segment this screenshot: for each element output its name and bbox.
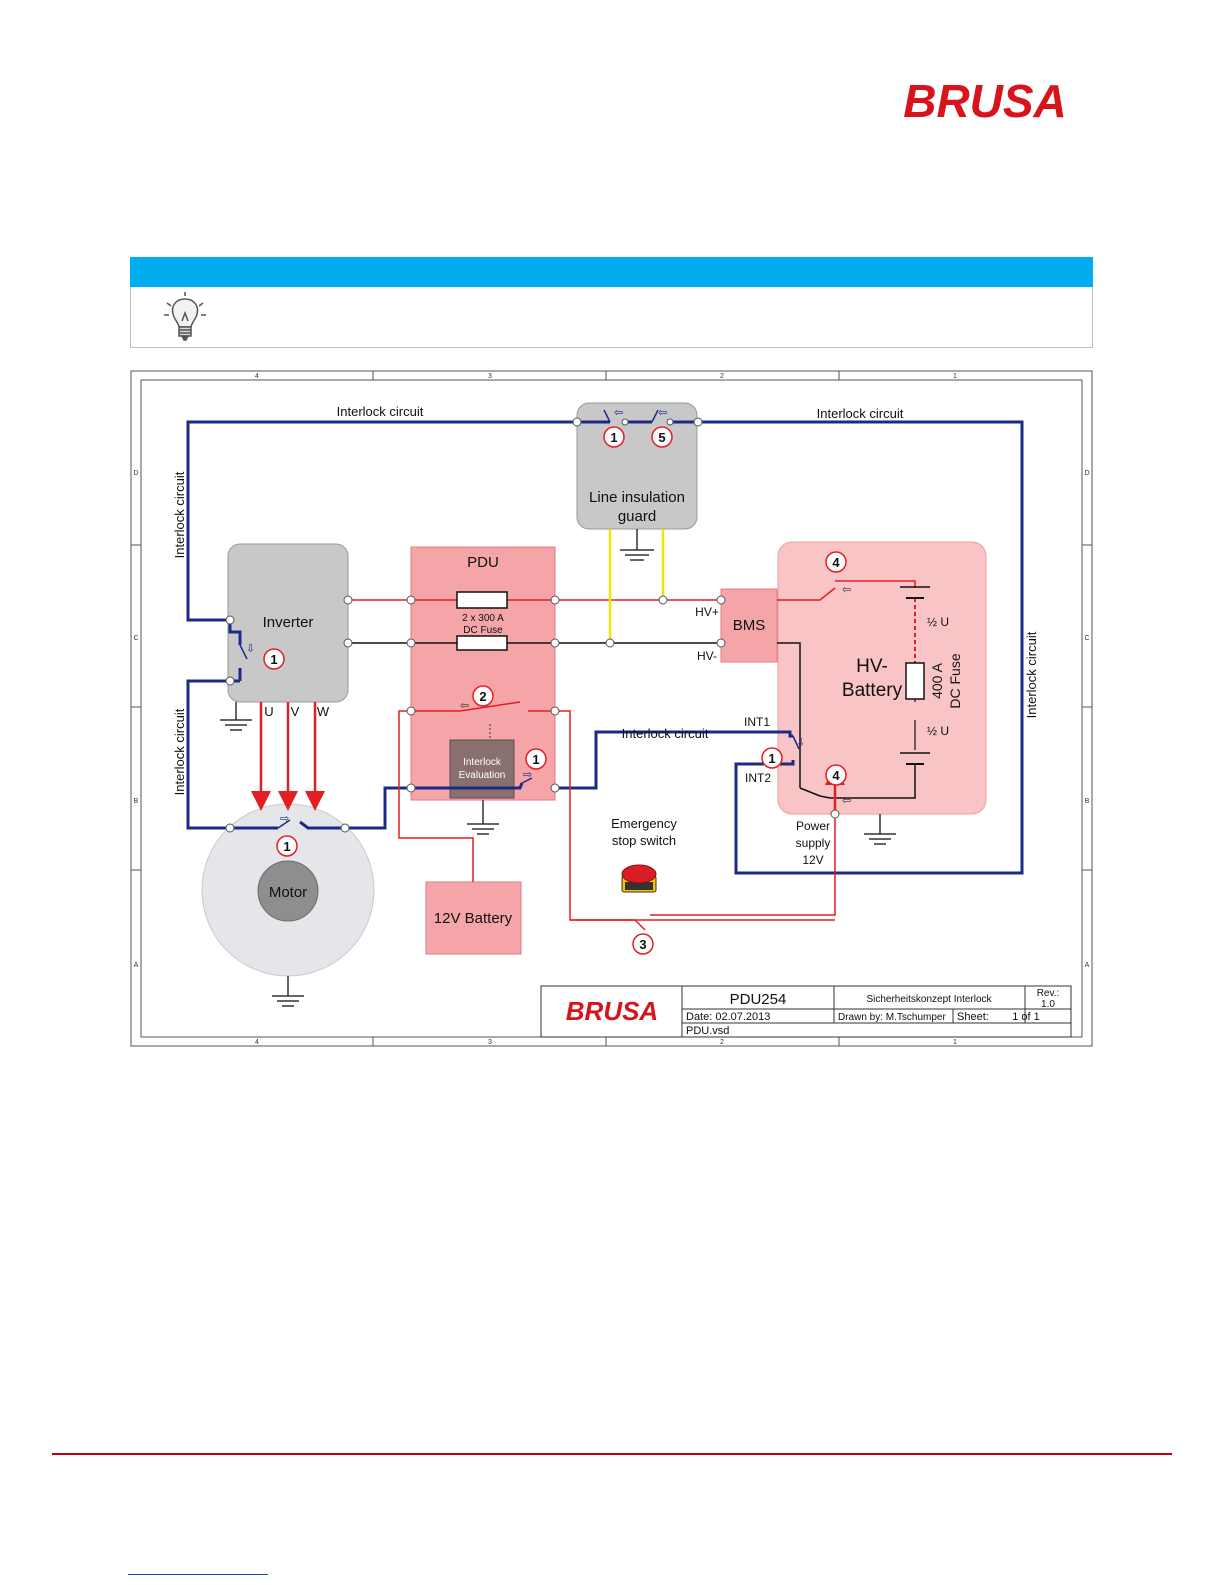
svg-text:Emergency: Emergency: [611, 816, 677, 831]
svg-text:Date: 02.07.2013: Date: 02.07.2013: [686, 1011, 770, 1023]
svg-text:4: 4: [255, 373, 259, 380]
emergency-stop-icon: [621, 864, 657, 893]
interlock-diagram: 4 3 2 1 4 3 2 1 D C B A D C B A: [130, 370, 1093, 1047]
marker-bms-top: 4: [832, 555, 840, 570]
marker-pdu-eval: 1: [532, 752, 539, 767]
svg-text:Interlock circuit: Interlock circuit: [172, 708, 187, 795]
tip-box: [130, 287, 1093, 348]
arrow-left-icon: ⇦: [658, 407, 667, 419]
svg-text:2: 2: [720, 1039, 724, 1046]
svg-text:Evaluation: Evaluation: [459, 770, 506, 781]
lightbulb-icon: [164, 292, 206, 341]
svg-text:PDU.vsd: PDU.vsd: [686, 1025, 729, 1037]
footer-link-underline: [128, 1574, 268, 1575]
svg-text:2: 2: [720, 373, 724, 380]
arrow-right-icon: ⇨: [280, 813, 289, 825]
svg-text:4: 4: [255, 1039, 259, 1046]
footer-rule: [52, 1453, 1172, 1455]
arrow-right-icon: ⇨: [523, 769, 532, 781]
svg-text:1.0: 1.0: [1041, 999, 1055, 1010]
fuse-400a: [905, 662, 925, 700]
svg-text:B: B: [134, 798, 139, 805]
svg-text:A: A: [1085, 962, 1090, 969]
marker-inverter: 1: [270, 652, 277, 667]
svg-text:12V: 12V: [802, 853, 823, 867]
motor-inner: [257, 860, 319, 922]
fuse-hv-minus: [456, 635, 508, 651]
svg-text:U: U: [264, 704, 273, 719]
svg-text:BMS: BMS: [733, 617, 766, 634]
svg-text:HV-: HV-: [697, 649, 717, 663]
svg-text:D: D: [133, 470, 138, 477]
arrow-left-icon: ⇦: [842, 584, 851, 596]
svg-text:BRUSA: BRUSA: [566, 996, 658, 1026]
svg-text:guard: guard: [618, 508, 656, 525]
battery-12v-box: [425, 881, 522, 955]
svg-text:Interlock circuit: Interlock circuit: [622, 726, 709, 741]
svg-text:Sicherheitskonzept Interlock: Sicherheitskonzept Interlock: [866, 994, 992, 1005]
svg-text:1 of 1: 1 of 1: [1012, 1011, 1040, 1023]
svg-text:Interlock circuit: Interlock circuit: [817, 406, 904, 421]
svg-text:V: V: [291, 704, 300, 719]
arrow-down-icon: ⇩: [246, 643, 255, 655]
svg-text:HV-: HV-: [856, 656, 888, 677]
svg-text:Inverter: Inverter: [263, 614, 314, 631]
marker-estop: 3: [639, 937, 646, 952]
svg-text:DC Fuse: DC Fuse: [463, 625, 503, 636]
svg-text:C: C: [133, 635, 138, 642]
svg-text:HV+: HV+: [695, 605, 719, 619]
svg-text:PDU254: PDU254: [730, 991, 787, 1008]
svg-text:3: 3: [488, 373, 492, 380]
title-block: [540, 985, 1072, 1038]
svg-text:DC Fuse: DC Fuse: [947, 653, 963, 708]
brusa-logo: BRUSA: [903, 75, 1067, 127]
arrow-down-icon: ⇩: [796, 737, 805, 749]
svg-text:C: C: [1084, 635, 1089, 642]
svg-text:stop switch: stop switch: [612, 833, 676, 848]
hv-battery-box: [777, 541, 987, 815]
svg-text:Power: Power: [796, 819, 830, 833]
svg-text:B: B: [1085, 798, 1090, 805]
marker-bms-int: 1: [768, 751, 775, 766]
svg-text:Rev.:: Rev.:: [1037, 988, 1060, 999]
arrow-left-icon: ⇦: [614, 407, 623, 419]
svg-text:W: W: [317, 704, 330, 719]
svg-text:½ U: ½ U: [927, 615, 949, 629]
fuse-hv-plus: [456, 591, 508, 609]
svg-text:Interlock circuit: Interlock circuit: [337, 404, 424, 419]
marker-pdu-relay: 2: [479, 689, 486, 704]
svg-text:BRUSA: BRUSA: [903, 75, 1067, 127]
svg-text:½ U: ½ U: [927, 724, 949, 738]
svg-text:12V Battery: 12V Battery: [434, 910, 513, 927]
marker-lig-1: 1: [610, 430, 617, 445]
svg-text:3: 3: [488, 1039, 492, 1046]
svg-text:Interlock circuit: Interlock circuit: [1024, 631, 1039, 718]
arrow-left-icon: ⇦: [460, 700, 469, 712]
svg-text:Sheet:: Sheet:: [957, 1011, 989, 1023]
svg-text:Interlock: Interlock: [463, 757, 502, 768]
svg-text:2 x 300 A: 2 x 300 A: [462, 613, 504, 624]
svg-text:400 A: 400 A: [929, 662, 945, 698]
svg-text:Battery: Battery: [842, 680, 903, 701]
svg-text:Line insulation: Line insulation: [589, 489, 685, 506]
svg-text:1: 1: [953, 373, 957, 380]
svg-text:D: D: [1084, 470, 1089, 477]
marker-bms-bottom: 4: [832, 768, 840, 783]
svg-text:1: 1: [953, 1039, 957, 1046]
svg-text:INT1: INT1: [744, 715, 770, 729]
arrow-left-icon: ⇦: [842, 795, 851, 807]
svg-text:Interlock circuit: Interlock circuit: [172, 471, 187, 558]
svg-text:A: A: [134, 962, 139, 969]
marker-lig-5: 5: [658, 430, 665, 445]
svg-text:supply: supply: [796, 836, 831, 850]
svg-text:Drawn by: M.Tschumper: Drawn by: M.Tschumper: [838, 1012, 946, 1023]
tip-header-bar: [130, 257, 1093, 287]
svg-text:PDU: PDU: [467, 554, 499, 571]
marker-motor: 1: [283, 839, 290, 854]
svg-text:INT2: INT2: [745, 771, 771, 785]
bms-box: [720, 588, 778, 663]
svg-text:Motor: Motor: [269, 884, 307, 901]
